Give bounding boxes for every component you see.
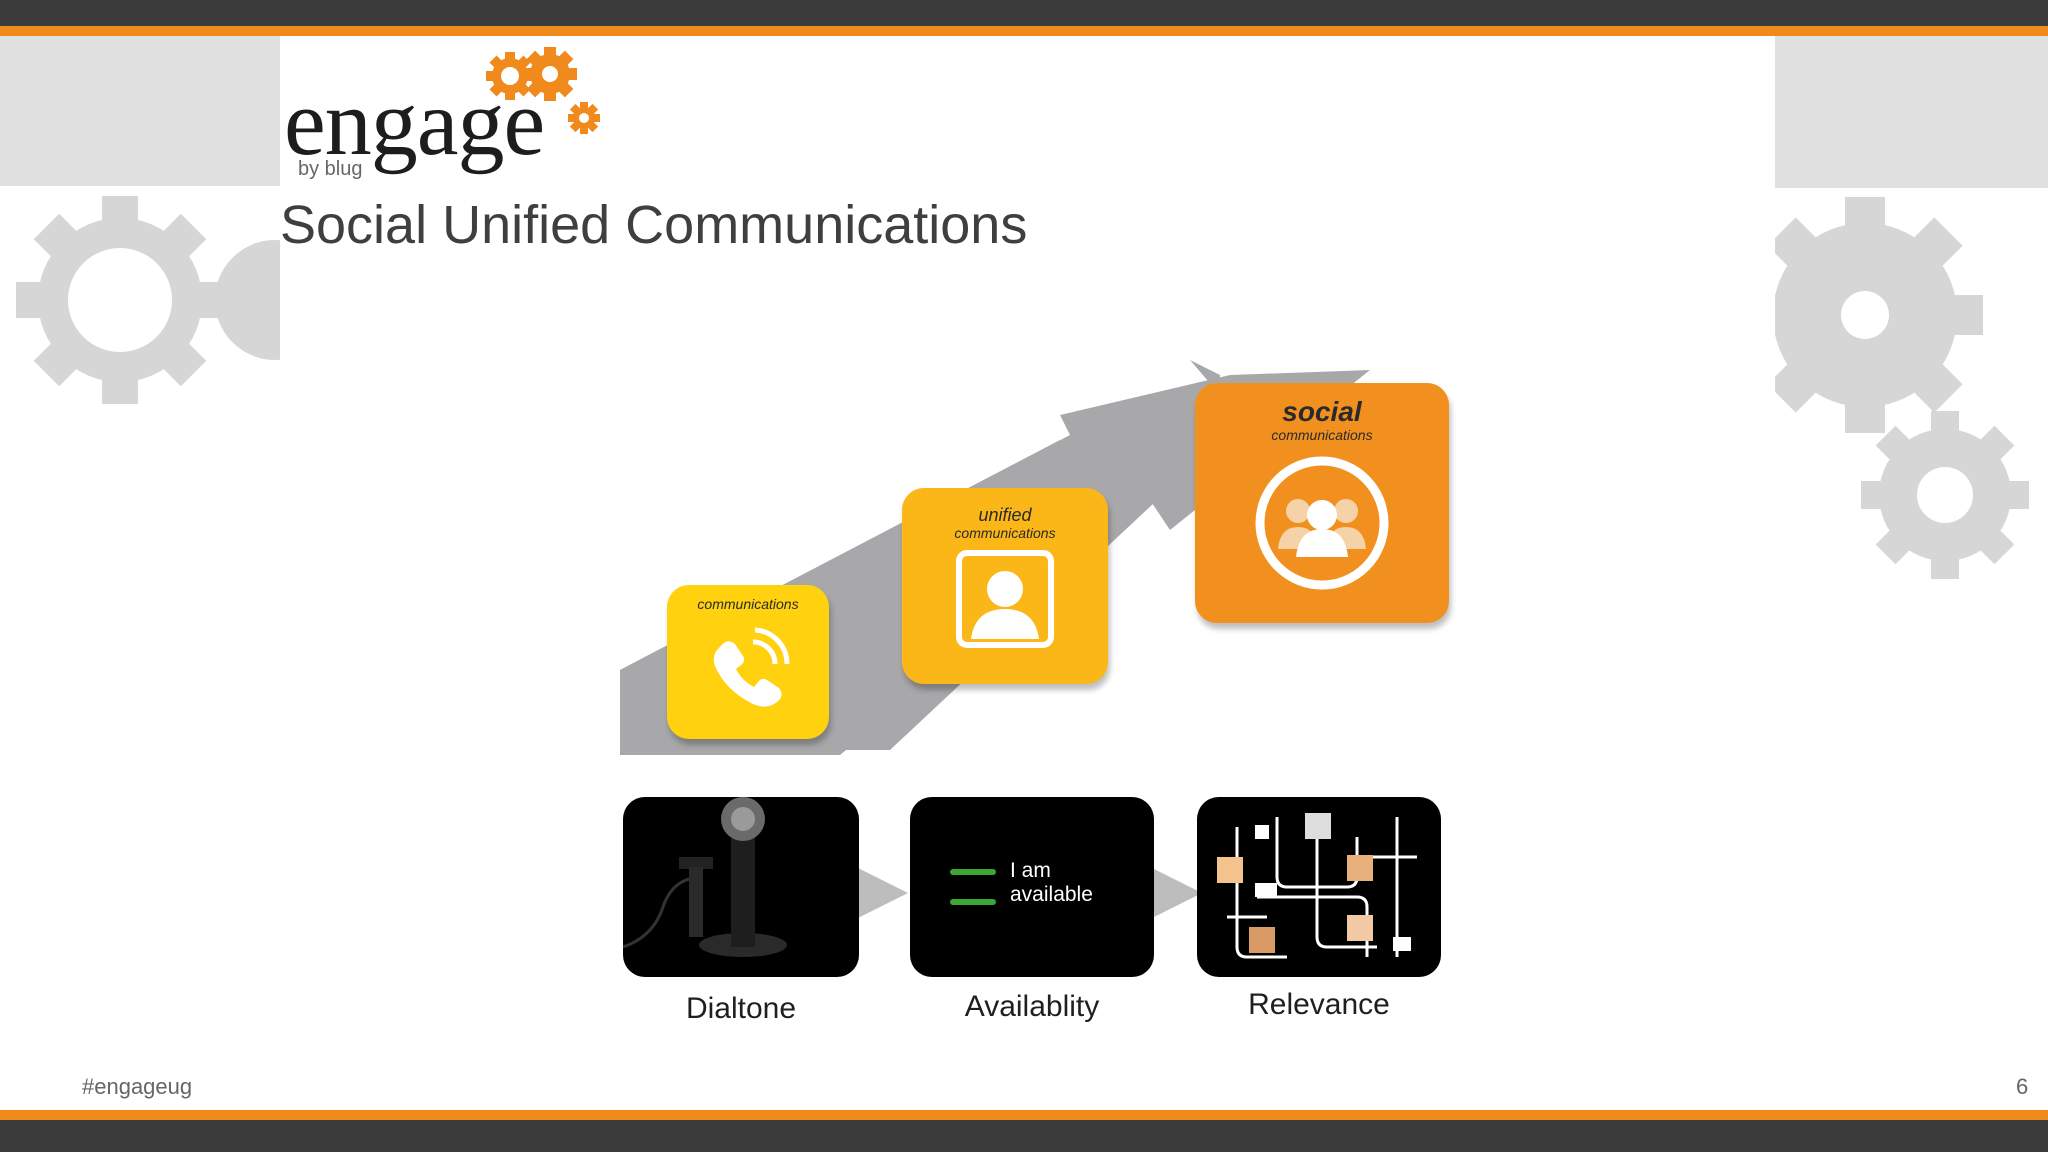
availability-text: I am available <box>1010 859 1093 907</box>
availability-line-2: available <box>1010 883 1093 906</box>
telephone-icon <box>622 797 787 957</box>
gear-icon <box>486 47 600 134</box>
left-gray-panel <box>0 36 280 186</box>
tile-relevance <box>1197 797 1441 977</box>
group-icon <box>1255 456 1389 590</box>
tile-label-dialtone: Dialtone <box>685 992 797 1025</box>
top-bar <box>0 0 2048 26</box>
phone-icon <box>713 627 790 707</box>
logo-subtitle: by blug <box>298 158 363 180</box>
status-icon <box>950 869 996 905</box>
tile-dialtone <box>622 797 859 977</box>
engage-logo: engage by blug <box>284 40 614 190</box>
tile-availability: I am available <box>910 797 1154 977</box>
step-caption: communications <box>1271 426 1373 443</box>
right-gray-panel <box>1775 36 2048 188</box>
step-communications: communications <box>667 585 829 739</box>
tile-label-relevance: Relevance <box>1248 988 1390 1021</box>
step-caption: communications <box>954 524 1056 541</box>
slide-title: Social Unified Communications <box>280 195 1028 255</box>
bottom-accent-stripe <box>0 1110 2048 1120</box>
evolution-diagram: communications unified communications so… <box>590 300 1470 1040</box>
chevron-right-icon <box>1152 868 1202 918</box>
step-social-communications: social communications <box>1195 383 1449 623</box>
bottom-bar <box>0 1120 2048 1152</box>
step-unified-communications: unified communications <box>902 488 1108 684</box>
top-accent-stripe <box>0 26 2048 36</box>
tile-label-availability: Availablity <box>964 990 1100 1023</box>
step-caption: communications <box>697 596 799 612</box>
contact-icon <box>956 550 1054 649</box>
chevron-right-icon <box>858 868 908 918</box>
gear-icon <box>16 196 280 404</box>
gear-icon <box>1775 197 2029 579</box>
availability-line-1: I am <box>1010 859 1051 882</box>
footer-hashtag: #engageug <box>82 1074 193 1099</box>
step-name: unified <box>978 505 1032 525</box>
page-number: 6 <box>2016 1074 2029 1099</box>
network-icon <box>1217 813 1417 959</box>
logo-wordmark: engage <box>284 71 545 175</box>
step-name: social <box>1282 396 1362 427</box>
